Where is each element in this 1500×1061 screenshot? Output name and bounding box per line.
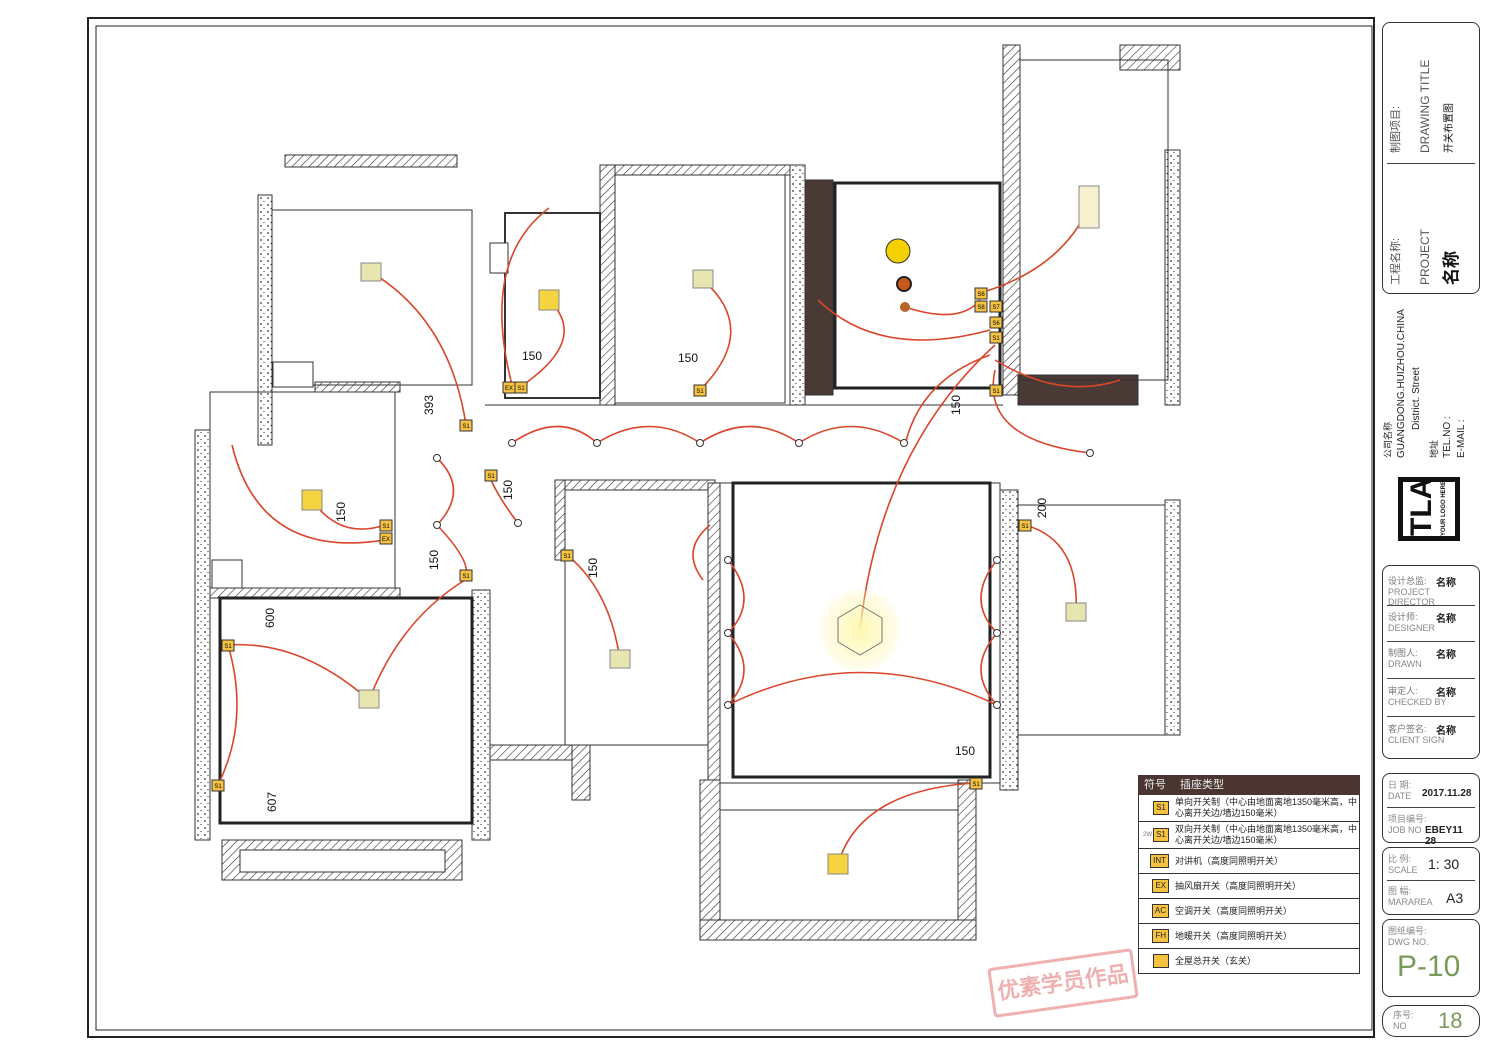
svg-text:150: 150 (678, 351, 698, 365)
switch-icon: S8 (974, 300, 988, 313)
svg-text:EX: EX (382, 537, 390, 543)
legend-row: 全屋总开关（玄关） (1138, 949, 1360, 974)
svg-text:S1: S1 (517, 386, 525, 392)
switch-icon: S6 (989, 316, 1003, 329)
svg-text:S1: S1 (382, 524, 390, 530)
switch-icon: S1 (221, 639, 235, 652)
switch-icon: S1 (379, 519, 393, 532)
switch-2w-icon: S1 (1153, 828, 1169, 842)
switch-icon: S1 (989, 384, 1003, 397)
light-icon (1078, 185, 1100, 229)
floor-heating-icon: FH (1152, 929, 1169, 943)
light-icon (538, 289, 560, 311)
light-icon (360, 262, 382, 282)
svg-text:S1: S1 (992, 389, 1000, 395)
svg-text:150: 150 (522, 349, 542, 363)
svg-text:S1: S1 (487, 474, 495, 480)
svg-text:S1: S1 (214, 784, 222, 790)
light-icon (609, 649, 631, 669)
legend-header: 符号插座类型 (1138, 775, 1360, 795)
switch-icon: EX (502, 381, 516, 394)
svg-text:S6: S6 (992, 321, 1000, 327)
company-logo: TLA YOUR LOGO HERE (1398, 477, 1460, 541)
intercom-icon: INT (1150, 854, 1169, 868)
svg-text:S1: S1 (696, 389, 704, 395)
ceiling-lights (301, 185, 1100, 875)
svg-text:S1: S1 (1021, 524, 1029, 530)
switch-icon: S1 (514, 381, 528, 394)
light-icon (1065, 602, 1087, 622)
switch-icon: S1 (693, 384, 707, 397)
switch-icon: S1 (1018, 519, 1032, 532)
drawing-frame (87, 17, 1375, 1038)
svg-text:S8: S8 (977, 305, 985, 311)
switch-icon: S6 (974, 287, 988, 300)
svg-text:S1: S1 (462, 424, 470, 430)
svg-text:607: 607 (265, 792, 279, 812)
master-switch-icon (1153, 954, 1169, 968)
switch-icon: S1 (459, 419, 473, 432)
switch-icon: S1 (989, 331, 1003, 344)
light-icon (358, 689, 380, 709)
dimension-labels: 150 150 393 150 150 150 150 150 200 600 … (263, 349, 1049, 812)
svg-text:150: 150 (586, 558, 600, 578)
svg-text:S1: S1 (972, 782, 980, 788)
pendant-light-icon (896, 276, 912, 292)
switch-icon: S1 (484, 469, 498, 482)
chandelier-icon (837, 604, 883, 656)
switch-icon: S1 (969, 777, 983, 790)
title-block-dwg-no: 图纸编号:DWG NO. P-10 (1382, 919, 1480, 997)
svg-text:393: 393 (422, 395, 436, 415)
switch-icon: S1 (560, 549, 574, 562)
pendant-light-icon (885, 238, 911, 264)
svg-text:S6: S6 (977, 292, 985, 298)
svg-text:150: 150 (427, 550, 441, 570)
pendant-light-icon (900, 302, 910, 312)
svg-text:150: 150 (955, 744, 975, 758)
light-icon (301, 489, 323, 511)
title-block-project: 工程名称: PROJECT 名称 制图项目: DRAWING TITLE 开关布… (1382, 22, 1480, 294)
ac-switch-icon: AC (1151, 904, 1169, 918)
switches: EX S1 S1 S1 S1 EX S1 S1 S1 S6 S8 S7 S6 S… (211, 287, 1032, 792)
svg-text:EX: EX (505, 386, 513, 392)
svg-text:S7: S7 (992, 305, 1000, 311)
svg-text:S1: S1 (563, 554, 571, 560)
exhaust-fan-icon: EX (1152, 879, 1169, 893)
svg-text:150: 150 (334, 502, 348, 522)
switch-icon: S7 (989, 300, 1003, 313)
svg-text:150: 150 (949, 395, 963, 415)
switch-s1-icon: S1 (1153, 801, 1169, 815)
light-icon (692, 269, 714, 289)
title-block-sheet-no: 序号:NO 18 (1382, 1005, 1480, 1037)
walls (194, 44, 1181, 941)
drawing-frame-inner (95, 25, 1373, 1031)
svg-text:S1: S1 (224, 644, 232, 650)
switch-icon: EX (379, 532, 393, 545)
svg-text:150: 150 (501, 480, 515, 500)
svg-text:S1: S1 (992, 336, 1000, 342)
svg-text:S1: S1 (462, 574, 470, 580)
switch-icon: S1 (211, 779, 225, 792)
light-icon (827, 853, 849, 875)
svg-text:600: 600 (263, 608, 277, 628)
switch-icon: S1 (459, 569, 473, 582)
svg-text:200: 200 (1035, 498, 1049, 518)
